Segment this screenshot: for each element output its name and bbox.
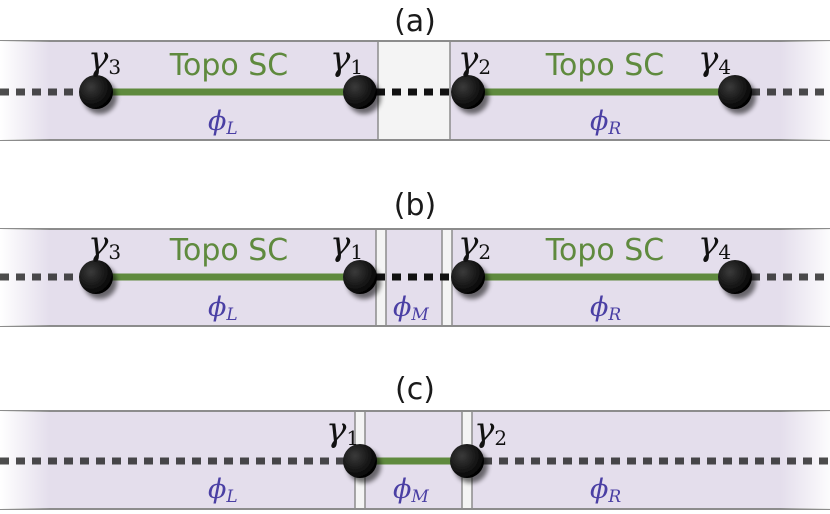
majorana-mode-dot bbox=[451, 260, 485, 294]
phase-label: ϕR bbox=[590, 474, 621, 507]
majorana-mode-dot bbox=[79, 260, 113, 294]
topo-sc-label: Topo SC bbox=[545, 48, 665, 83]
majorana-label: γ3 bbox=[88, 39, 121, 79]
phase-label: ϕM bbox=[393, 474, 429, 507]
majorana-mode-dot bbox=[718, 75, 752, 109]
majorana-label: γ2 bbox=[474, 410, 507, 450]
panel-a: (a) Topo SC Topo SC γ3 γ1 γ2 γ4 ϕL ϕR bbox=[0, 4, 830, 141]
phase-label: ϕM bbox=[393, 292, 429, 325]
topo-sc-label: Topo SC bbox=[169, 233, 289, 268]
majorana-label: γ2 bbox=[458, 224, 491, 264]
panel-label: (a) bbox=[394, 4, 436, 39]
majorana-label: γ2 bbox=[458, 39, 491, 79]
majorana-label: γ3 bbox=[88, 224, 121, 264]
majorana-mode-dot bbox=[343, 260, 377, 294]
majorana-mode-dot bbox=[343, 75, 377, 109]
phase-label: ϕR bbox=[590, 106, 621, 139]
panel-label: (c) bbox=[395, 372, 435, 407]
phase-label: ϕR bbox=[590, 292, 621, 325]
majorana-label: γ4 bbox=[698, 39, 731, 79]
majorana-label: γ1 bbox=[326, 410, 359, 450]
phase-label: ϕL bbox=[208, 292, 238, 325]
majorana-mode-dot bbox=[450, 444, 484, 478]
majorana-mode-dot bbox=[718, 260, 752, 294]
majorana-mode-dot bbox=[451, 75, 485, 109]
panel-label: (b) bbox=[394, 188, 436, 223]
majorana-label: γ4 bbox=[698, 224, 731, 264]
majorana-mode-dot bbox=[343, 444, 377, 478]
phase-label: ϕL bbox=[208, 474, 238, 507]
majorana-mode-dot bbox=[79, 75, 113, 109]
panel-b: (b) Topo SC Topo SC γ3 γ1 γ2 γ4 ϕL ϕM ϕR bbox=[0, 188, 830, 327]
majorana-label: γ1 bbox=[330, 39, 363, 79]
majorana-label: γ1 bbox=[330, 224, 363, 264]
phase-label: ϕL bbox=[208, 106, 238, 139]
topo-sc-label: Topo SC bbox=[545, 233, 665, 268]
topo-sc-label: Topo SC bbox=[169, 48, 289, 83]
panel-c: (c) γ1 γ2 ϕL ϕM ϕR bbox=[0, 372, 830, 510]
